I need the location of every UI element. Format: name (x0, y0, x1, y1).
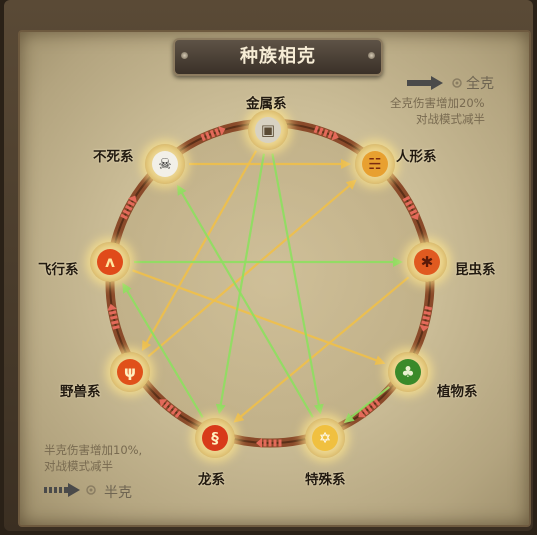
half-counter-arrow-icon (44, 483, 96, 497)
ring-arrow-icon (402, 195, 420, 220)
wing-icon: ʌ (97, 249, 123, 275)
skull-icon: ☠ (152, 151, 178, 177)
beetle-icon: ✱ (414, 249, 440, 275)
star-of-david-icon: ✡ (312, 425, 338, 451)
half-counter-line (122, 282, 204, 418)
counter-lines (122, 150, 410, 424)
full-counter-line (147, 179, 357, 358)
race-node-humanoid[interactable]: ☵ (355, 144, 395, 184)
leaf-icon: ♣ (395, 359, 421, 385)
ring-arrow-icon (120, 195, 137, 220)
rivet-icon (368, 52, 375, 59)
half-counter-line (215, 153, 266, 415)
race-node-insect[interactable]: ✱ (407, 242, 447, 282)
ring-arrow-icon (256, 438, 282, 448)
half-counter-desc: 半克伤害增加10%, (44, 443, 143, 457)
rivet-icon (181, 52, 188, 59)
race-node-flying[interactable]: ʌ (90, 242, 130, 282)
race-label-plant: 植物系 (437, 384, 478, 400)
dragon-icon: § (202, 425, 228, 451)
half-counter-line (343, 386, 390, 424)
full-counter-label: 全克 (466, 76, 494, 92)
page-title: 种族相克 (240, 46, 316, 67)
race-node-beast[interactable]: ψ (110, 352, 150, 392)
race-node-plant[interactable]: ♣ (388, 352, 428, 392)
half-counter-line (177, 184, 314, 418)
ring-arrow-icon (313, 125, 339, 141)
race-label-insect: 昆虫系 (455, 262, 496, 278)
race-node-metal[interactable]: ▣ (248, 110, 288, 150)
race-label-metal: 金属系 (246, 96, 287, 112)
half-counter-note: 对战模式减半 (44, 459, 113, 473)
race-label-humanoid: 人形系 (396, 149, 437, 165)
race-node-special[interactable]: ✡ (305, 418, 345, 458)
race-label-beast: 野兽系 (60, 384, 101, 400)
metal-block-icon: ▣ (255, 117, 281, 143)
half-counter-label: 半克 (104, 485, 132, 501)
race-node-undead[interactable]: ☠ (145, 144, 185, 184)
title-plate: 种族相克 (173, 38, 383, 76)
full-counter-line (141, 150, 258, 352)
race-label-flying: 飞行系 (38, 262, 79, 278)
full-counter-arrow-icon (407, 76, 462, 90)
full-counter-note: 对战模式减半 (416, 112, 485, 126)
full-counter-line (233, 276, 410, 423)
humanoid-emblem-icon: ☵ (362, 151, 388, 177)
race-node-dragon[interactable]: § (195, 418, 235, 458)
ring-arrow-icon (200, 126, 226, 142)
wheel-disc (112, 125, 428, 441)
half-counter-line (271, 153, 324, 415)
ring-arrow-icon (159, 399, 182, 419)
ring-arrow-icon (419, 305, 433, 332)
race-label-undead: 不死系 (93, 149, 134, 165)
ring-arrow-icon (358, 398, 381, 418)
full-counter-desc: 全克伤害增加20% (390, 96, 485, 110)
full-counter-line (132, 269, 386, 365)
claw-mark-icon: ψ (117, 359, 143, 385)
race-label-special: 特殊系 (305, 472, 346, 488)
race-label-dragon: 龙系 (198, 472, 225, 488)
ring-arrow-icon (107, 303, 120, 330)
